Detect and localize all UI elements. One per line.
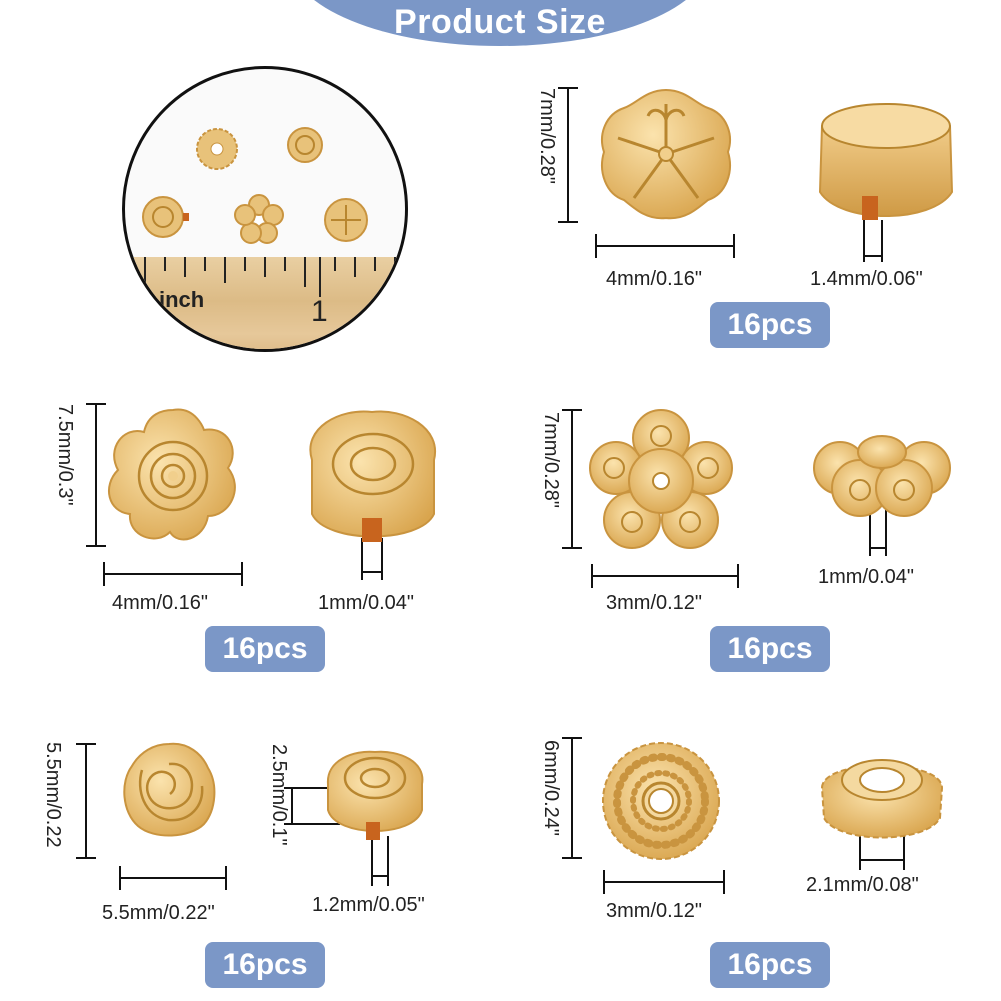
heart-flower-height-label: 7mm/0.28" — [536, 88, 558, 185]
flower-cap-bead-side — [813, 435, 951, 517]
rose-width-label: 5.5mm/0.22" — [102, 902, 215, 924]
flower-cap-bead-front — [589, 409, 733, 549]
rose-count-badge: 16pcs — [205, 942, 325, 988]
dot-spacer-hole-label: 2.1mm/0.08" — [806, 874, 919, 896]
heart-flower-hole-label: 1.4mm/0.06" — [810, 268, 923, 290]
mini-rose-bead — [287, 127, 323, 163]
title-banner: Product Size — [290, 0, 710, 46]
ruler-unit-label: inch — [159, 287, 205, 312]
heart-flower-width-label: 4mm/0.16" — [606, 268, 703, 290]
plum-rose-measure — [86, 403, 383, 586]
flower-cap-count-badge: 16pcs — [710, 626, 830, 672]
page-title: Product Size — [394, 3, 606, 41]
plum-rose-bead-front — [108, 408, 236, 541]
ruler: inch 1 — [125, 257, 405, 349]
heart-flower-bead-side — [818, 103, 954, 220]
plum-rose-count-badge: 16pcs — [205, 626, 325, 672]
ruler-mark-label: 1 — [311, 295, 328, 328]
mini-heart-bead — [324, 198, 368, 242]
mini-plum-bead — [142, 196, 189, 238]
ruler-ticks — [144, 257, 396, 297]
rose-thickness-label: 2.5mm/0.1" — [268, 744, 290, 846]
dot-spacer-bead-front — [602, 742, 720, 860]
mini-flower-cap-bead — [234, 194, 284, 244]
dot-spacer-bead-side — [820, 759, 944, 839]
rose-height-label: 5.5mm/0.22 — [42, 742, 64, 848]
mini-spacer-bead — [196, 128, 238, 170]
flower-cap-height-label: 7mm/0.28" — [540, 412, 562, 509]
heart-flower-count-badge: 16pcs — [710, 302, 830, 348]
rose-hole-label: 1.2mm/0.05" — [312, 894, 425, 916]
heart-flower-bead-front — [601, 88, 731, 220]
dot-spacer-count-badge: 16pcs — [710, 942, 830, 988]
plum-rose-height-label: 7.5mm/0.3" — [54, 404, 76, 506]
heart-flower-measure — [558, 87, 883, 262]
plum-rose-width-label: 4mm/0.16" — [112, 592, 209, 614]
rose-bead-side — [326, 750, 424, 840]
dot-spacer-height-label: 6mm/0.24" — [540, 740, 562, 837]
plum-rose-hole-label: 1mm/0.04" — [318, 592, 415, 614]
flower-cap-width-label: 3mm/0.12" — [606, 592, 703, 614]
sample-photo: inch 1 — [122, 66, 408, 352]
plum-rose-bead-side — [309, 410, 437, 542]
rose-bead-front — [123, 742, 216, 837]
dot-spacer-width-label: 3mm/0.12" — [606, 900, 703, 922]
flower-cap-hole-label: 1mm/0.04" — [818, 566, 915, 588]
